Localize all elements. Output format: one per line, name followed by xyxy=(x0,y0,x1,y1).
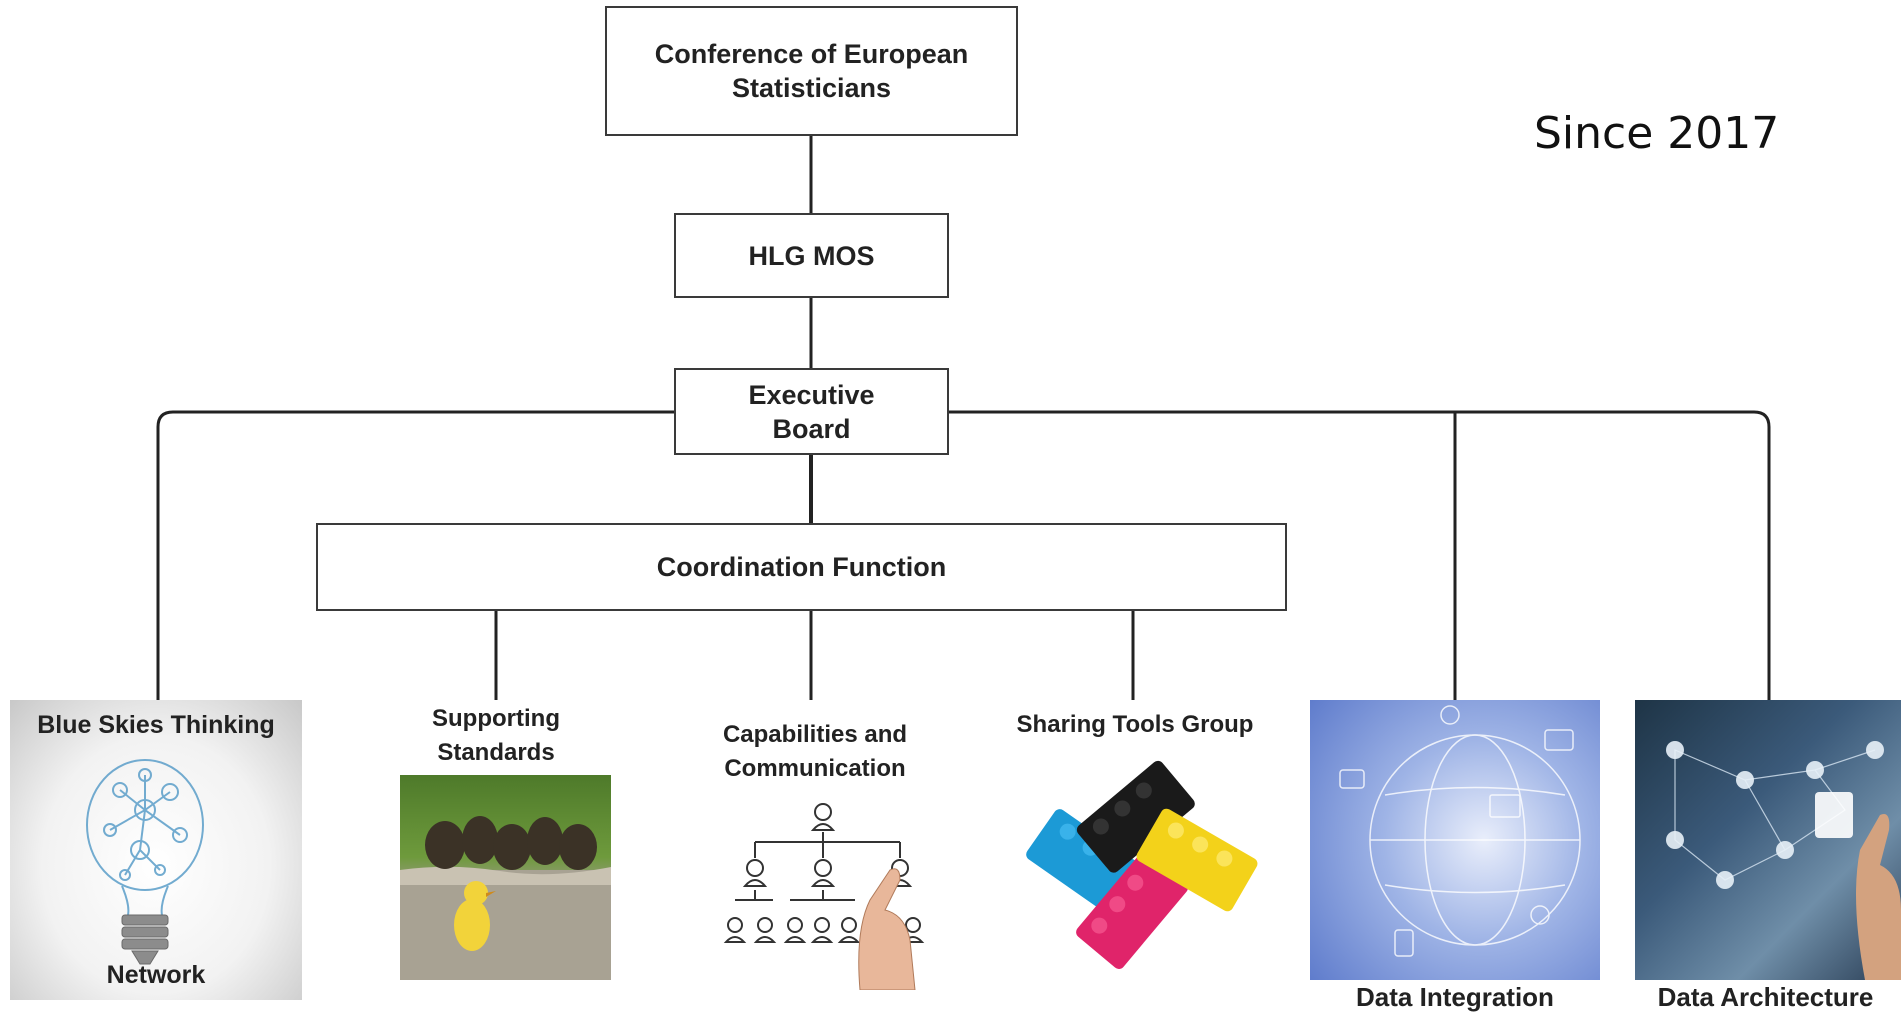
blue-skies-title: Blue Skies Thinking xyxy=(37,711,275,739)
exec-line-1: Executive xyxy=(748,379,875,410)
lightbulb-network-icon xyxy=(86,759,204,965)
supporting-standards-label: Supporting Standards xyxy=(386,702,606,770)
supporting-line-1: Supporting xyxy=(432,705,560,732)
org-chart-sketch xyxy=(705,800,935,990)
globe-network-icon xyxy=(1339,705,1581,957)
line-to-data-architecture xyxy=(946,410,1771,700)
data-integration-image xyxy=(1310,700,1600,980)
ces-line-2: Statisticians xyxy=(731,73,892,103)
network-nodes-icon xyxy=(1666,741,1901,980)
sharing-tools-label: Sharing Tools Group xyxy=(1016,711,1254,738)
blue-skies-subtitle: Network xyxy=(106,961,206,989)
hlg-mos-label: HLG MOS xyxy=(748,240,875,271)
data-architecture-label: Data Architecture xyxy=(1657,982,1874,1012)
since-note: Since 2017 xyxy=(1534,108,1780,159)
ces-box: Conference of European Statisticians xyxy=(605,6,1018,136)
hlg-mos-box: HLG MOS xyxy=(674,213,949,298)
ducklings-photo xyxy=(400,775,611,980)
org-chart-icon xyxy=(723,803,925,990)
executive-board-box: Executive Board xyxy=(674,368,949,455)
capabilities-label: Capabilities and Communication xyxy=(700,718,930,786)
blue-skies-panel: Blue Skies Thinking Network xyxy=(10,700,302,1000)
capabilities-line-1: Capabilities and xyxy=(722,721,908,748)
ducklings-icon xyxy=(400,816,611,980)
data-architecture-image xyxy=(1635,700,1901,980)
capabilities-line-2: Communication xyxy=(724,755,906,782)
lego-bricks-icon xyxy=(1026,760,1258,969)
coordination-function-box: Coordination Function xyxy=(316,523,1287,611)
data-integration-label: Data Integration xyxy=(1356,982,1554,1012)
exec-line-2: Board xyxy=(772,413,851,444)
coordination-label: Coordination Function xyxy=(656,552,947,582)
lego-bricks-image xyxy=(1012,750,1262,980)
supporting-line-2: Standards xyxy=(437,739,555,766)
ces-line-1: Conference of European xyxy=(654,39,969,69)
line-to-blue-skies xyxy=(156,410,676,700)
